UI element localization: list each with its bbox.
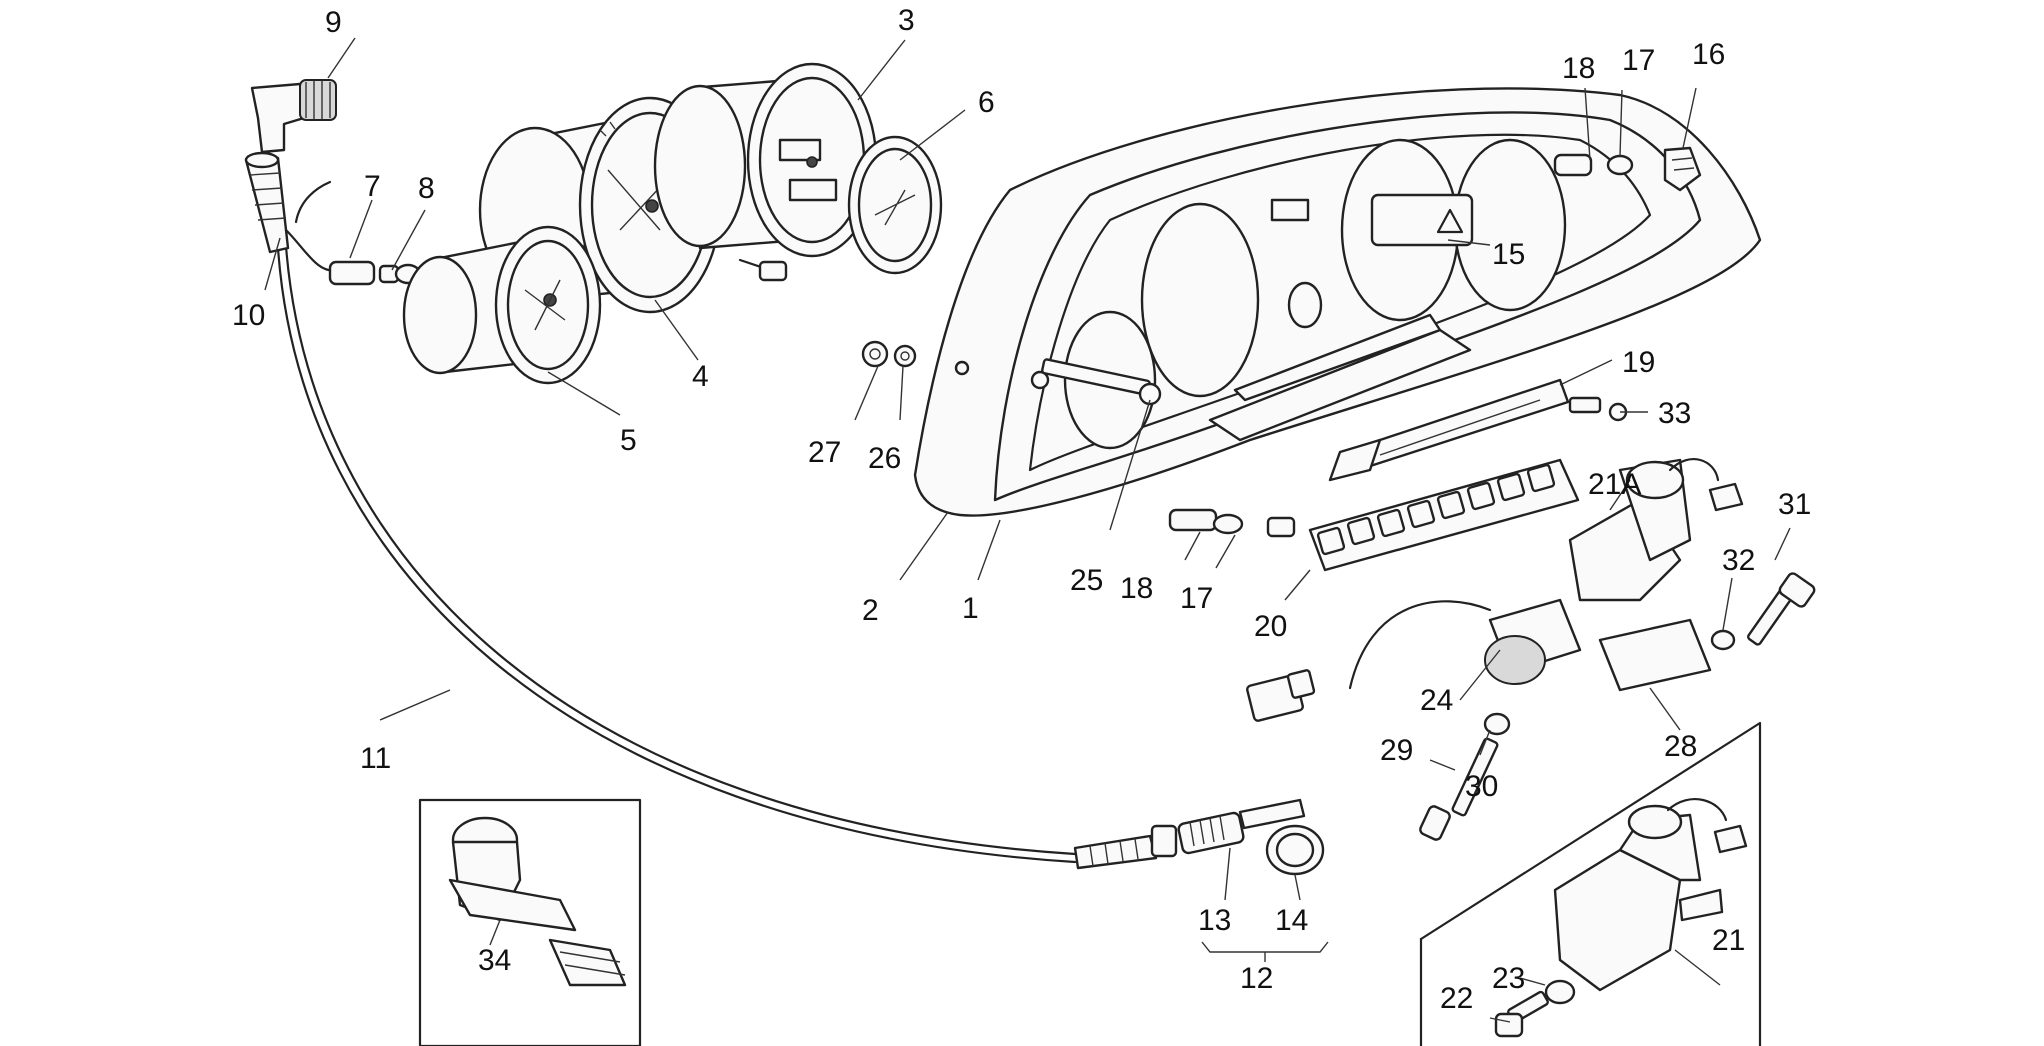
speedometer-part-3 [653,62,878,282]
label-21A: 21A [1588,468,1641,501]
label-13: 13 [1198,904,1231,937]
fuel-gauge-part-6 [847,135,943,275]
label-34: 34 [478,944,511,977]
label-26: 26 [868,442,901,475]
label-23: 23 [1492,962,1525,995]
label-20: 20 [1254,610,1287,643]
label-31: 31 [1778,488,1811,521]
label-24: 24 [1420,684,1453,717]
bulbs-lower-parts-17-18 [1168,508,1296,538]
drive-gear-parts-13-14 [1177,798,1325,876]
label-27: 27 [808,436,841,469]
label-17-upper: 17 [1622,44,1655,77]
warning-light-panel-parts-19-20 [1308,378,1580,572]
label-5: 5 [620,424,637,457]
label-28: 28 [1664,730,1697,763]
label-1: 1 [962,592,979,625]
ignition-switch-assembly-21A [1246,458,1816,841]
speedometer-cable [244,151,1178,870]
label-22: 22 [1440,982,1473,1015]
label-14: 14 [1275,904,1308,937]
label-33: 33 [1658,397,1691,430]
label-4: 4 [692,360,709,393]
label-19: 19 [1622,346,1655,379]
screws-nuts-25-26-27-33 [861,340,1628,422]
label-8: 8 [418,172,435,205]
part-labels: 9 10 7 8 3 6 4 5 11 2 1 25 27 26 15 18 1… [232,4,1811,1015]
label-25: 25 [1070,564,1103,597]
label-32: 32 [1722,544,1755,577]
label-21: 21 [1712,924,1745,957]
label-16: 16 [1692,38,1725,71]
instrument-panel-housing-parts-1-2 [913,87,1762,517]
small-gauge-part-5 [402,225,602,385]
angle-drive-part-9 [250,79,337,154]
inset-cable-bracket-34 [418,798,642,1046]
label-30: 30 [1465,770,1498,803]
label-3: 3 [898,4,915,37]
label-17-lower: 17 [1180,582,1213,615]
label-2: 2 [862,594,879,627]
inset-ignition-switch-21 [1419,721,1762,1046]
label-18-lower: 18 [1120,572,1153,605]
bulb-holder-parts-7-8 [284,180,422,286]
label-15: 15 [1492,238,1525,271]
label-12: 12 [1240,962,1273,995]
label-18-upper: 18 [1562,52,1595,85]
label-9: 9 [325,6,342,39]
label-7: 7 [364,170,381,203]
label-29: 29 [1380,734,1413,767]
label-10: 10 [232,299,265,332]
label-6: 6 [978,86,995,119]
label-11: 11 [360,742,391,775]
leader-lines [264,37,1791,1023]
